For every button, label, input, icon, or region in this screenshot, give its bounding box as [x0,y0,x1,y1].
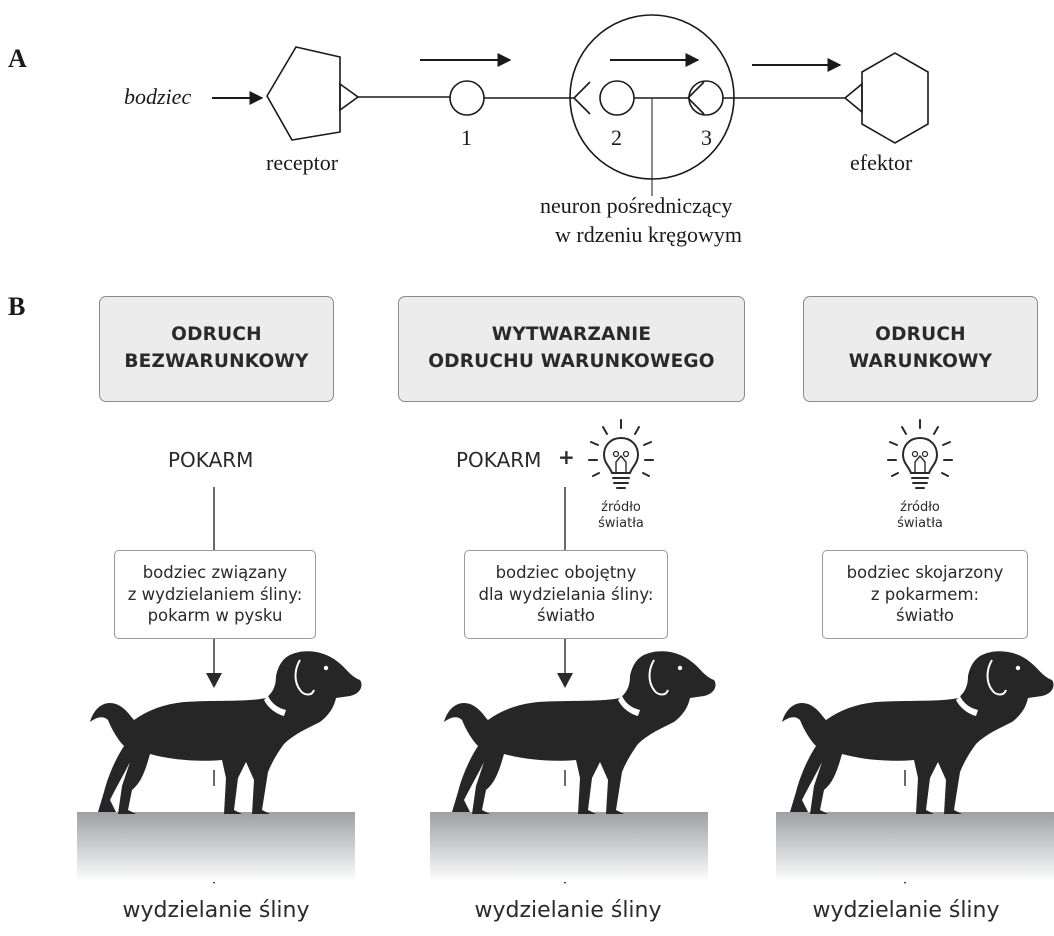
interneuron-label-line1: neuron pośredniczący [540,193,733,218]
stimulus-box-col1: bodziec związany z wydzielaniem śliny: p… [114,550,316,639]
header-forming-conditioned-reflex: WYTWARZANIE ODRUCHU WARUNKOWEGO [398,296,745,402]
panel-a-letter: A [8,44,27,73]
header-unconditioned-reflex: ODRUCH BEZWARUNKOWY [99,296,334,402]
result-label-col1: wydzielanie śliny [122,898,310,923]
stimulus-label: bodziec [124,84,192,109]
light-bulb-icon [887,419,953,489]
food-label-col1: POKARM [168,448,254,472]
receptor-label: receptor [266,150,339,175]
panel-b-letter: B [8,292,26,321]
reflex-arc-diagram [212,14,929,196]
floor-col3 [776,812,1054,882]
neuron-3-number: 3 [701,125,712,150]
dog-icon [90,651,362,814]
light-bulb-icon [588,419,654,489]
receptor-synapse-icon [339,82,360,112]
light-source-label-col3: źródło światła [897,500,943,531]
effector-label: efektor [850,150,913,175]
result-label-col2: wydzielanie śliny [474,898,662,923]
neuron-2-number: 2 [611,125,622,150]
floor-col2 [430,812,708,882]
effector-shape [861,52,929,144]
stimulus-box-col3: bodziec skojarzony z pokarmem: światło [822,550,1028,639]
light-source-label-col2: źródło światła [598,500,644,531]
dog-icon [444,651,716,814]
stimulus-box-col2: bodziec obojętny dla wydzielania śliny: … [464,550,668,639]
interneuron-label-line2: w rdzeniu kręgowym [555,222,742,247]
floor-col1 [77,812,355,882]
header-conditioned-reflex: ODRUCH WARUNKOWY [803,296,1038,402]
dog-icon [782,651,1054,814]
plus-sign: + [558,445,575,469]
neuron-1-number: 1 [461,125,472,150]
food-label-col2: POKARM [456,448,542,472]
result-label-col3: wydzielanie śliny [812,898,1000,923]
